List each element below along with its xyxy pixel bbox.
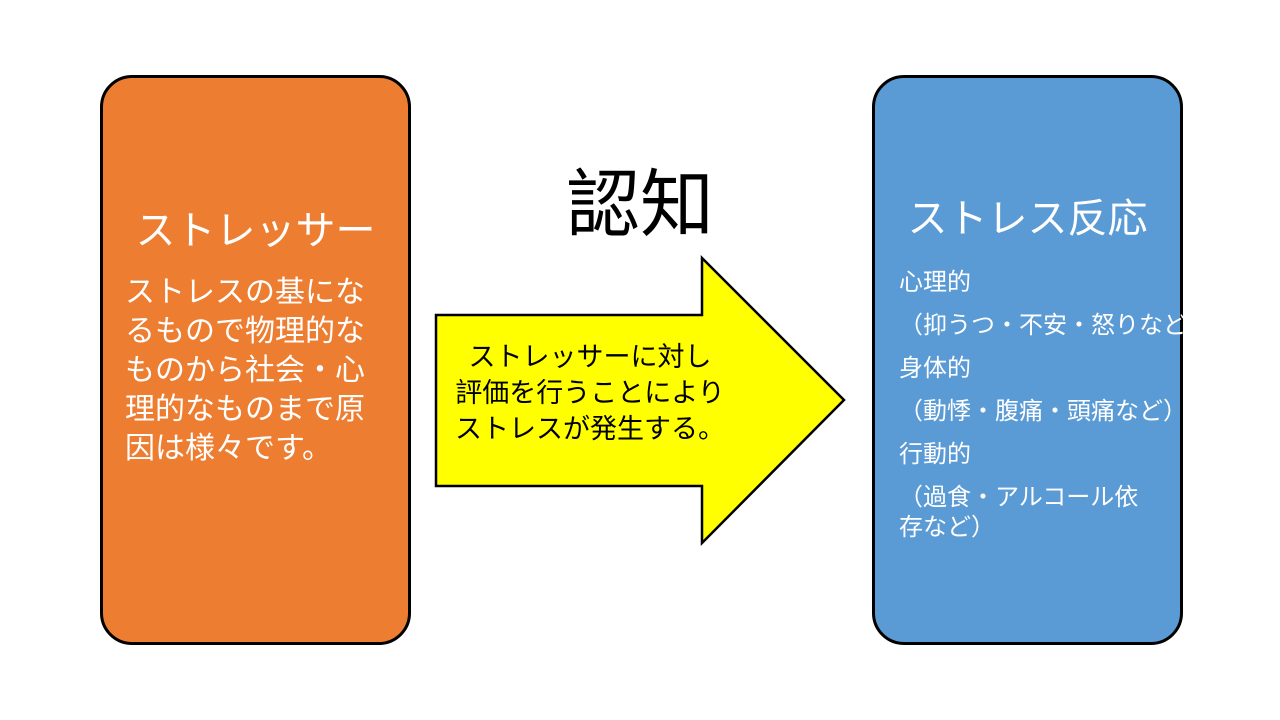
arrow-text-line: ストレスが発生する。 bbox=[455, 414, 725, 445]
stress-response-list: 心理的 （抑うつ・不安・怒りなど） 身体的 （動悸・腹痛・頭痛など） 行動的 （… bbox=[899, 261, 1211, 542]
arrow-shape bbox=[434, 254, 846, 547]
response-category-physical: 身体的 bbox=[899, 354, 971, 382]
response-category-behavioral: 行動的 bbox=[899, 440, 971, 468]
response-examples-physical: （動悸・腹痛・頭痛など） bbox=[899, 397, 1187, 425]
response-examples-behavioral: （過食・アルコール依存など） bbox=[899, 483, 1139, 541]
response-examples-psychological: （抑うつ・不安・怒りなど） bbox=[899, 311, 1211, 339]
stressor-description: ストレスの基になるもので物理的なものから社会・心理的なものまで原因は様々です。 bbox=[125, 275, 365, 466]
arrow-text-line: ストレッサーに対し bbox=[468, 342, 712, 373]
stress-response-title: ストレス反応 bbox=[907, 196, 1148, 242]
arrow-text-line: 評価を行うことにより bbox=[455, 378, 725, 409]
cognition-title: 認知 bbox=[566, 162, 714, 248]
stressor-title: ストレッサー bbox=[135, 208, 376, 254]
arrow-text: ストレッサーに対し 評価を行うことにより ストレスが発生する。 bbox=[445, 340, 735, 448]
stress-response-box: ストレス反応 心理的 （抑うつ・不安・怒りなど） 身体的 （動悸・腹痛・頭痛など… bbox=[872, 75, 1211, 645]
stressor-box: ストレッサー ストレスの基になるもので物理的なものから社会・心理的なものまで原因… bbox=[100, 75, 411, 645]
response-category-psychological: 心理的 bbox=[899, 268, 971, 296]
